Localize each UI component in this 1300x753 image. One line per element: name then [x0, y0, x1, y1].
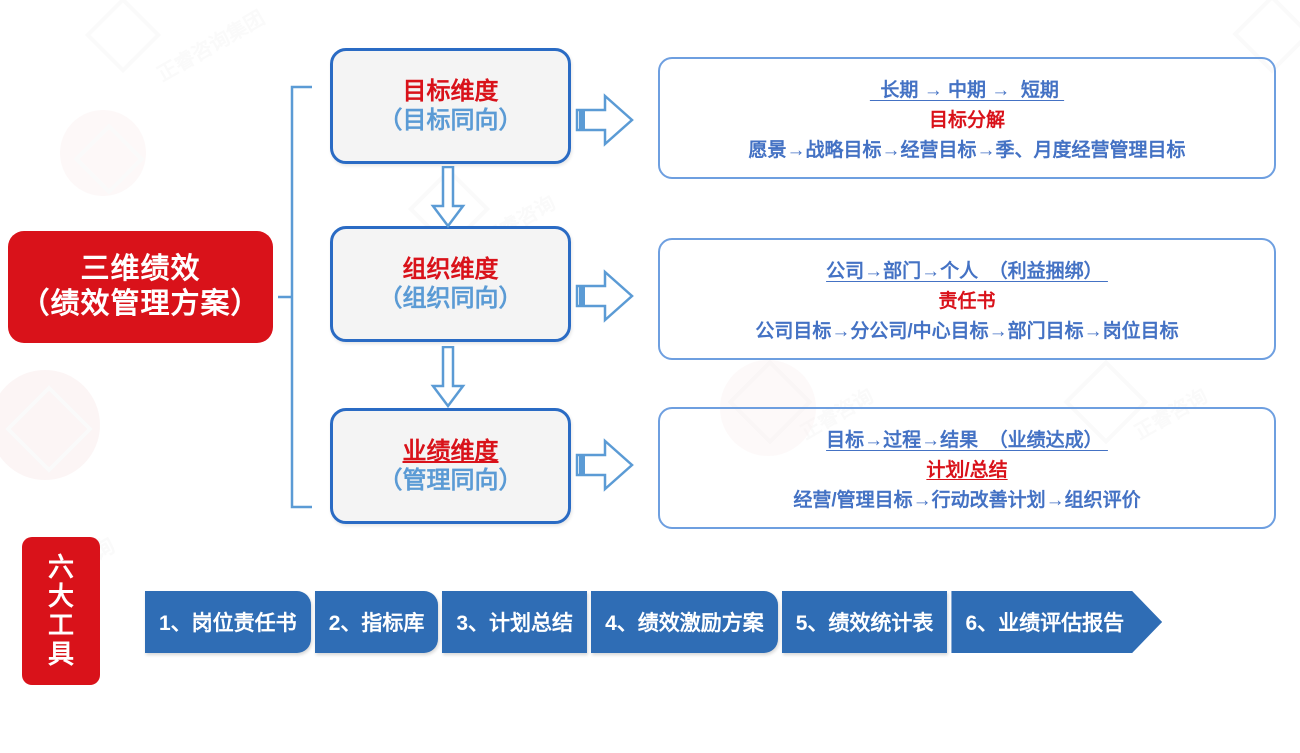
panel-flow-line: 公司→部门→个人 （利益捆绑） [826, 260, 1108, 282]
panel-keyword: 责任书 [938, 290, 996, 312]
dimension-box-performance[interactable]: 业绩维度 （管理同向） [330, 408, 571, 524]
tools-label-char: 具 [47, 639, 74, 670]
tools-label-char: 大 [47, 580, 74, 611]
arrow-right-icon [575, 438, 634, 492]
detail-panel-performance[interactable]: 目标→过程→结果 （业绩达成） 计划/总结 经营/管理目标→行动改善计划→组织评… [658, 407, 1276, 529]
panel-flow-line: 长期 → 中期 → 短期 [869, 79, 1065, 101]
panel-detail-line: 公司目标→分公司/中心目标→部门目标→岗位目标 [755, 320, 1179, 342]
tools-label-char: 工 [47, 610, 74, 640]
dimension-subtitle: （目标同向） [378, 107, 523, 134]
tool-item-4[interactable]: 4、绩效激励方案 [591, 591, 778, 653]
tool-label: 5、绩效统计表 [795, 612, 934, 635]
detail-panel-organization[interactable]: 公司→部门→个人 （利益捆绑） 责任书 公司目标→分公司/中心目标→部门目标→岗… [658, 238, 1276, 360]
tool-label: 6、业绩评估报告 [965, 612, 1125, 635]
tool-item-5[interactable]: 5、绩效统计表 [781, 591, 948, 653]
dimension-box-organization[interactable]: 组织维度 （组织同向） [330, 226, 571, 342]
tool-label: 1、岗位责任书 [159, 612, 297, 635]
watermark-circle [60, 110, 146, 196]
dimension-subtitle: （管理同向） [378, 467, 523, 494]
watermark-diamond [5, 385, 93, 473]
watermark-circle [0, 370, 100, 480]
six-tools-label: 六 大 工 具 [22, 537, 100, 685]
dimension-title: 业绩维度 [402, 437, 499, 465]
arrow-right-icon [575, 93, 634, 147]
master-subtitle: （绩效管理方案） [20, 288, 261, 320]
tool-item-1[interactable]: 1、岗位责任书 [145, 591, 311, 653]
tool-item-6[interactable]: 6、业绩评估报告 [951, 591, 1162, 653]
panel-flow-line: 目标→过程→结果 （业绩达成） [826, 429, 1108, 451]
arrow-right-icon [575, 269, 634, 323]
bracket-connector [278, 85, 312, 509]
tool-label: 2、指标库 [328, 612, 425, 635]
arrow-down-icon [430, 166, 466, 228]
panel-detail-line: 愿景→战略目标→经营目标→季、月度经营管理目标 [748, 139, 1186, 161]
dimension-title: 目标维度 [402, 77, 499, 105]
detail-panel-goal[interactable]: 长期 → 中期 → 短期 目标分解 愿景→战略目标→经营目标→季、月度经营管理目… [658, 57, 1276, 179]
dimension-box-goal[interactable]: 目标维度 （目标同向） [330, 48, 571, 164]
panel-keyword: 计划/总结 [926, 459, 1008, 481]
watermark-text: 正睿咨询集团 [153, 7, 269, 87]
watermark-diamond [73, 123, 145, 195]
tool-item-2[interactable]: 2、指标库 [314, 591, 439, 653]
tool-label: 4、绩效激励方案 [605, 612, 764, 635]
watermark-diamond [84, 0, 162, 74]
dimension-title: 组织维度 [402, 255, 499, 283]
arrow-down-icon [430, 346, 466, 408]
tool-label: 3、计划总结 [456, 612, 574, 635]
panel-keyword: 目标分解 [928, 109, 1005, 131]
panel-detail-line: 经营/管理目标→行动改善计划→组织评价 [793, 489, 1141, 511]
tool-item-3[interactable]: 3、计划总结 [442, 591, 588, 653]
master-concept-box: 三维绩效 （绩效管理方案） [8, 231, 273, 343]
tools-chevron-bar: 1、岗位责任书 2、指标库 3、计划总结 4、绩效激励方案 5、绩效统计表 6、… [145, 591, 1162, 653]
tools-label-char: 六 [47, 551, 74, 582]
dimension-subtitle: （组织同向） [378, 285, 523, 312]
master-title: 三维绩效 [80, 252, 201, 285]
